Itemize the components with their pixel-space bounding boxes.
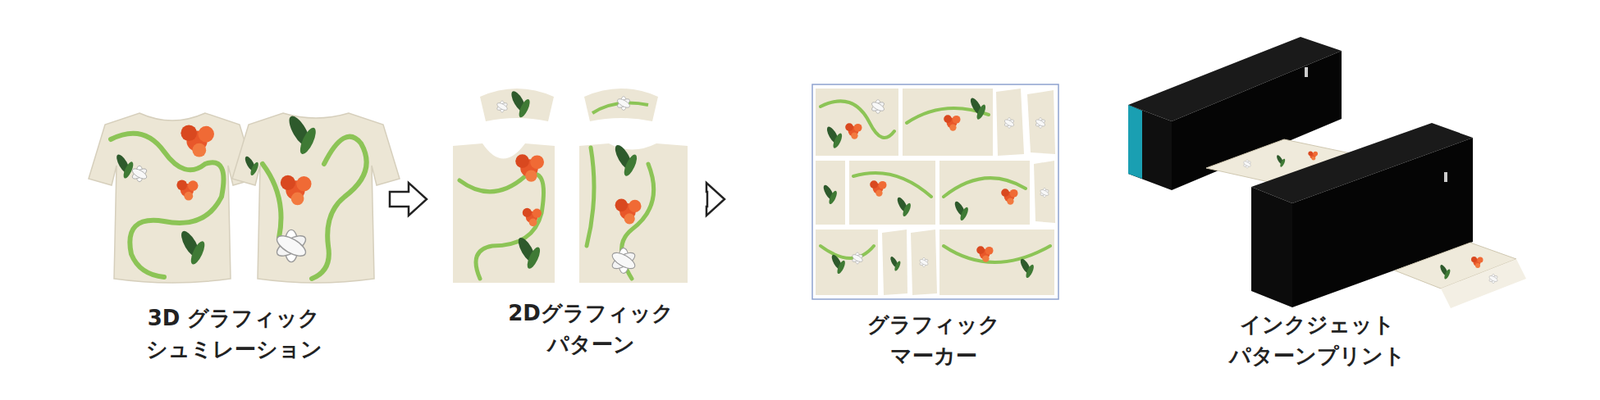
illustration-shape: [1444, 172, 1448, 183]
illustration-shape: [850, 252, 864, 265]
stage-caption: グラフィック マーカー: [822, 310, 1045, 372]
illustration-shape: [522, 208, 542, 227]
stage-node: 2Dグラフィック パターン: [428, 73, 706, 370]
illustration-shape: [1307, 150, 1318, 160]
illustration-shape: [1128, 105, 1143, 179]
illustration-shape: [869, 180, 887, 197]
illustration-shape: [943, 114, 960, 132]
illustration-shape: [824, 125, 844, 151]
illustration-shape: [1034, 118, 1047, 129]
stage-caption: 2Dグラフィック パターン: [480, 298, 702, 361]
illustration-shape: [895, 196, 912, 218]
inkjet-printer: [1128, 36, 1527, 309]
stage-node: グラフィック マーカー: [726, 77, 1092, 382]
illustration-shape: [579, 143, 688, 284]
illustration-shape: [882, 229, 908, 296]
illustration-shape: [508, 89, 532, 119]
pattern-pieces: [452, 88, 688, 284]
illustration-shape: [584, 88, 659, 122]
illustration-shape: [1027, 90, 1056, 155]
illustration-shape: [1488, 274, 1499, 284]
illustration-shape: [1440, 259, 1527, 309]
illustration-shape: [616, 96, 631, 111]
illustration-shape: [110, 133, 224, 278]
illustration-shape: [952, 200, 970, 222]
illustration-shape: [178, 228, 208, 267]
illustration-shape: [480, 88, 554, 122]
illustration-shape: [815, 160, 846, 225]
illustration-shape: [495, 100, 508, 113]
illustration-shape: [280, 175, 312, 206]
illustration-shape: [88, 113, 256, 284]
stage-caption: 3D グラフィック シュミレーション: [123, 303, 345, 366]
illustration-shape: [1439, 264, 1452, 281]
marker-sheet: [812, 84, 1059, 300]
illustration-shape: [130, 165, 148, 183]
hollow-arrow: [706, 182, 725, 216]
illustration-shape: [586, 147, 654, 279]
illustration-shape: [274, 229, 309, 262]
illustration-shape: [262, 137, 367, 279]
illustration-shape: [902, 88, 993, 156]
illustration-shape: [815, 229, 878, 296]
hollow-arrow: [389, 182, 427, 216]
illustration-shape: [176, 179, 198, 201]
shirt-back: [232, 113, 400, 284]
illustration-shape: [1251, 187, 1293, 308]
stage-node: インクジェット パターンプリント: [1107, 32, 1559, 382]
illustration-shape: [968, 96, 988, 122]
stage-caption: インクジェット パターンプリント: [1206, 310, 1428, 372]
illustration-shape: [939, 160, 1030, 225]
illustration-shape: [976, 246, 993, 263]
illustration-shape: [612, 142, 640, 179]
illustration-shape: [515, 154, 544, 183]
illustration-shape: [615, 199, 642, 225]
illustration-shape: [1275, 154, 1287, 168]
illustration-shape: [1003, 118, 1015, 129]
illustration-shape: [849, 160, 936, 225]
shirt-front: [88, 113, 256, 284]
illustration-shape: [910, 229, 938, 296]
illustration-shape: [1128, 105, 1172, 191]
illustration-shape: [870, 100, 886, 115]
illustration-shape: [918, 257, 929, 267]
illustration-shape: [114, 152, 136, 180]
illustration-shape: [452, 143, 555, 284]
illustration-shape: [1039, 187, 1050, 197]
illustration-shape: [889, 256, 902, 273]
illustration-shape: [1304, 67, 1308, 78]
illustration-shape: [285, 113, 320, 157]
illustration-shape: [996, 88, 1024, 156]
illustration-shape: [821, 183, 838, 206]
illustration-shape: [812, 84, 1059, 300]
illustration-shape: [1033, 160, 1056, 224]
illustration-shape: [1471, 256, 1484, 269]
illustration-shape: [242, 155, 260, 177]
illustration-shape: [180, 124, 215, 157]
illustration-shape: [609, 248, 637, 275]
illustration-shape: [232, 113, 400, 284]
illustration-shape: [820, 100, 1051, 263]
illustration-shape: [845, 123, 862, 140]
illustration-shape: [1243, 160, 1253, 169]
illustration-shape: [815, 88, 899, 156]
illustration-shape: [1018, 257, 1035, 279]
illustration-shape: [1001, 188, 1018, 206]
illustration-shape: [459, 173, 544, 279]
illustration-shape: [515, 235, 543, 271]
stage-node: 3D グラフィック シュミレーション: [94, 98, 389, 370]
illustration-shape: [829, 253, 846, 275]
